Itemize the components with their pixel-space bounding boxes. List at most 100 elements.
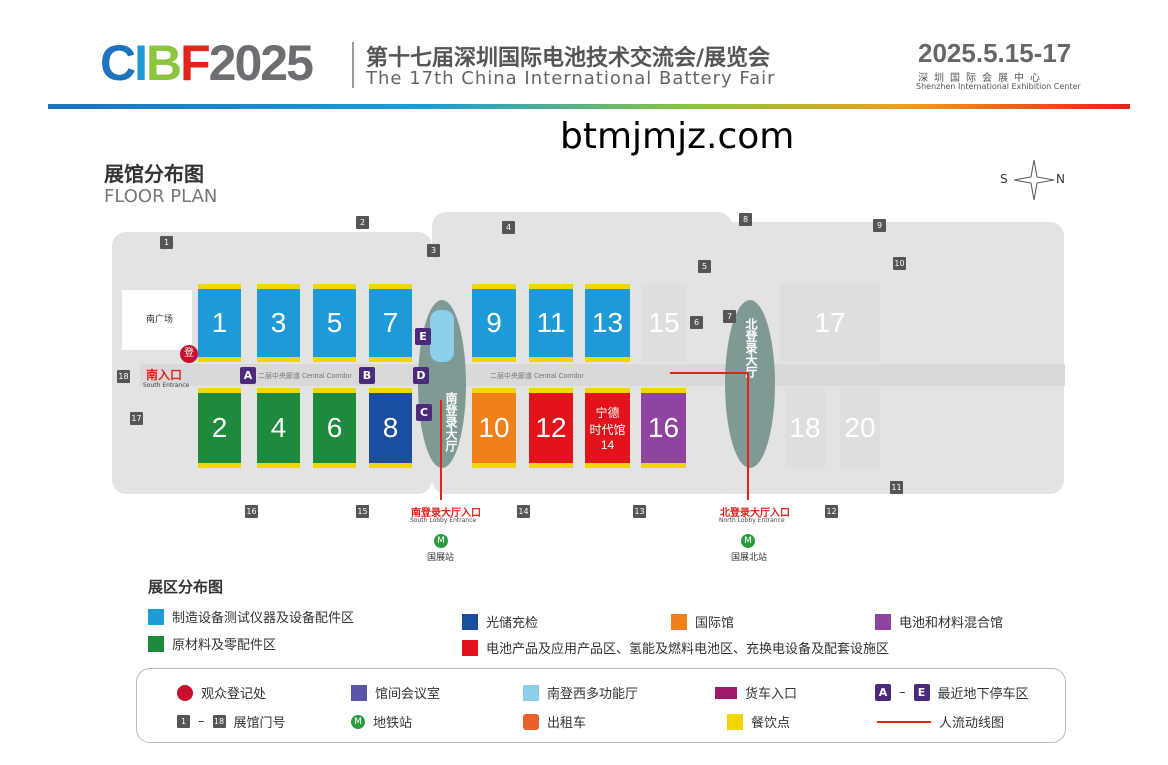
hall-14: 宁德 时代馆 14 [585, 388, 630, 468]
gate-15: 15 [356, 505, 369, 518]
flow-arrow-north [747, 372, 749, 500]
legend-multi: 南登西多功能厅 [523, 683, 638, 702]
compass-icon: S N [1000, 160, 1066, 200]
hall-17: 17 [780, 284, 880, 362]
corridor-label: 二层中央廊道 Central Corridor [490, 373, 584, 380]
floor-plan-title: 展馆分布图 [104, 162, 204, 186]
south-lobby-entrance-en: South Lobby Entrance [410, 517, 477, 524]
south-entrance-label-en: South Entrance [143, 382, 190, 389]
watermark: btmjmjz.com [560, 116, 795, 157]
hall-7: 7 [369, 284, 412, 362]
hall-16: 16 [641, 388, 686, 468]
legend-zone-mixed: 电池和材料混合馆 [875, 612, 1003, 631]
north-lobby-entrance-label: 北登录大厅入口 [720, 508, 790, 519]
divider [352, 42, 354, 88]
north-lobby-entrance-en: North Lobby Entrance [719, 517, 785, 524]
hall-8: 8 [369, 388, 412, 468]
legend-zone-pv: 光储充检 [462, 612, 538, 631]
gate-2: 2 [356, 216, 369, 229]
south-plaza-label: 南广场 [146, 315, 174, 325]
hall-12: 12 [529, 388, 573, 468]
south-lobby-entrance-label: 南登录大厅入口 [411, 508, 481, 519]
hall-20: 20 [840, 388, 880, 468]
venue-en: Shenzhen International Exhibition Center [916, 82, 1081, 91]
gate-7: 7 [723, 310, 736, 323]
gate-13: 13 [633, 505, 646, 518]
floor-plan-subtitle: FLOOR PLAN [104, 186, 218, 207]
gate-9: 9 [873, 219, 886, 232]
gate-16: 16 [245, 505, 258, 518]
venue-cn: 深圳国际会展中心 [918, 73, 1046, 84]
south-plaza: 南广场 [122, 290, 192, 350]
legend-zone-international: 国际馆 [671, 612, 734, 631]
hall-18: 18 [785, 388, 825, 468]
south-lobby-label: 南登录大厅 [444, 392, 458, 452]
gate-17: 17 [130, 412, 143, 425]
hall-5: 5 [313, 284, 356, 362]
north-lobby-label: 北登录大厅 [744, 318, 758, 378]
flow-arrow-corridor [670, 372, 748, 374]
hall-1: 1 [198, 284, 241, 362]
hall-2: 2 [198, 388, 241, 468]
gate-10: 10 [893, 257, 906, 270]
gate-4: 4 [502, 221, 515, 234]
flow-arrow-south [440, 400, 442, 500]
gate-5: 5 [698, 260, 711, 273]
legend-meeting: 馆间会议室 [351, 683, 440, 702]
metro-icon: M [741, 534, 755, 548]
food-icon [727, 713, 743, 730]
parking-D: D [413, 367, 429, 384]
legend-taxi: 出租车 [523, 712, 586, 731]
parking-C: C [416, 404, 432, 421]
truck-icon [715, 686, 737, 699]
legend-zone-materials: 原材料及零配件区 [148, 634, 276, 653]
metro-icon: M [434, 534, 448, 548]
cibf-logo: CIBF2025 [100, 35, 314, 91]
hall-6: 6 [313, 388, 356, 468]
north-lobby [725, 300, 775, 468]
hall-10: 10 [472, 388, 516, 468]
parking-A: A [240, 367, 256, 384]
legend-flow: 人流动线图 [877, 712, 1004, 731]
corridor-label: 二层中央廊道 Central Corridor [258, 373, 352, 380]
south-entrance-label: 南入口 [146, 368, 183, 382]
legend-truck: 货车入口 [715, 683, 797, 702]
event-title-en: The 17th China International Battery Fai… [366, 68, 776, 89]
south-multi-hall [430, 310, 454, 362]
gate-8: 8 [739, 213, 752, 226]
parking-E: E [415, 328, 431, 345]
event-title-cn: 第十七届深圳国际电池技术交流会/展览会 [366, 46, 771, 71]
hall-4: 4 [257, 388, 300, 468]
gate-14: 14 [517, 505, 530, 518]
compass-south: S [1000, 172, 1008, 186]
gate-12: 12 [825, 505, 838, 518]
legend-food: 餐饮点 [727, 712, 790, 731]
gate-1: 1 [160, 236, 173, 249]
hall-3: 3 [257, 284, 300, 362]
legend-zone-manufacturing: 制造设备测试仪器及设备配件区 [148, 607, 354, 626]
taxi-icon [523, 713, 539, 730]
parking-B: B [359, 367, 375, 384]
hall-15: 15 [641, 284, 687, 362]
flow-arrow-icon [877, 720, 931, 723]
legend-title: 展区分布图 [148, 578, 224, 596]
gradient-band [48, 104, 1130, 109]
metro-north-label: 国展北站 [731, 553, 768, 563]
hall-13: 13 [585, 284, 630, 362]
registration-icon: 登 [180, 345, 198, 363]
gate-18: 18 [117, 370, 130, 383]
hall-11: 11 [529, 284, 573, 362]
gate-11: 11 [890, 481, 903, 494]
event-date: 2025.5.15-17 [918, 38, 1072, 68]
hall-9: 9 [472, 284, 516, 362]
legend-register: 观众登记处 [177, 683, 266, 702]
compass-north: N [1056, 172, 1065, 186]
gate-6: 6 [690, 316, 703, 329]
gate-3: 3 [427, 244, 440, 257]
legend-zone-battery: 电池产品及应用产品区、氢能及燃料电池区、充换电设备及配套设施区 [462, 638, 889, 657]
metro-south-label: 国展站 [427, 553, 455, 563]
